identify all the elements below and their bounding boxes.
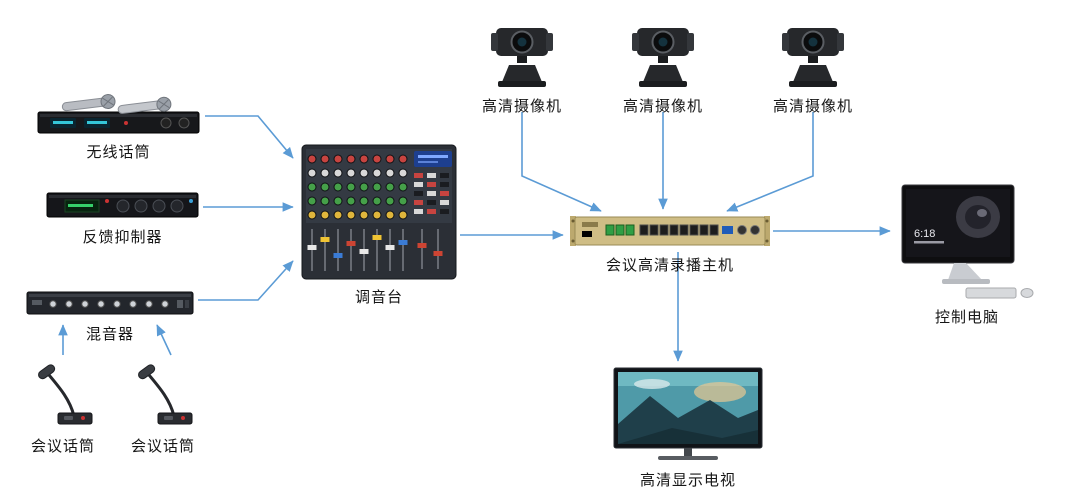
audio-mixer-icon (26, 291, 194, 315)
wireless-mic-label: 无线话筒 (86, 144, 151, 161)
feedback-suppressor-icon (46, 192, 199, 218)
camera-middle-device: 高清摄像机 (623, 26, 702, 115)
conference-mic-icon (38, 364, 93, 425)
recording-host-device: 会议高清录播主机 (570, 213, 770, 274)
conference-mic-right-device: 会议话筒 (128, 358, 198, 455)
mixing-console-icon (301, 144, 457, 280)
conference-mic-icon (138, 364, 193, 425)
camera-right-device: 高清摄像机 (773, 26, 852, 115)
camera-left-device: 高清摄像机 (482, 26, 561, 115)
camera-right-label: 高清摄像机 (772, 98, 854, 115)
mixing-console-device: 调音台 (300, 143, 458, 306)
audio-mixer-label: 混音器 (85, 326, 135, 343)
arrow-camera-left-to-recording-host (521, 112, 602, 212)
mixing-console-label: 调音台 (354, 289, 404, 306)
recording-host-icon (570, 216, 770, 246)
display-tv-label: 高清显示电视 (639, 472, 737, 489)
control-pc-device: 6:18 控制电脑 (898, 183, 1036, 326)
ptz-camera-icon (632, 28, 694, 87)
ptz-camera-icon (782, 28, 844, 87)
audio-mixer-device: 混音器 (25, 288, 195, 343)
feedback-suppressor-device: 反馈抑制器 (45, 189, 200, 246)
pc-screen-time: 6:18 (914, 228, 935, 240)
display-tv-device: 高清显示电视 (612, 366, 764, 489)
conference-mic-left-device: 会议话筒 (28, 358, 98, 455)
ptz-camera-icon (491, 28, 553, 87)
arrow-audio-mixer-to-console (198, 260, 294, 301)
arrow-wireless-mic-to-console (205, 115, 294, 159)
arrow-conference-mic-right-to-mixer (156, 324, 172, 356)
camera-left-label: 高清摄像机 (481, 98, 563, 115)
arrow-camera-right-to-recording-host (726, 112, 814, 212)
feedback-suppressor-label: 反馈抑制器 (82, 229, 163, 246)
conference-mic-left-label: 会议话筒 (30, 438, 96, 455)
recording-host-label: 会议高清录播主机 (605, 257, 735, 274)
tv-icon (613, 367, 763, 460)
wireless-mic-device: 无线话筒 (36, 90, 201, 161)
conference-mic-right-label: 会议话筒 (130, 438, 196, 455)
camera-middle-label: 高清摄像机 (622, 98, 704, 115)
control-pc-label: 控制电脑 (934, 309, 1000, 326)
wireless-mic-icon (37, 94, 200, 134)
control-pc-icon: 6:18 (901, 184, 1034, 299)
